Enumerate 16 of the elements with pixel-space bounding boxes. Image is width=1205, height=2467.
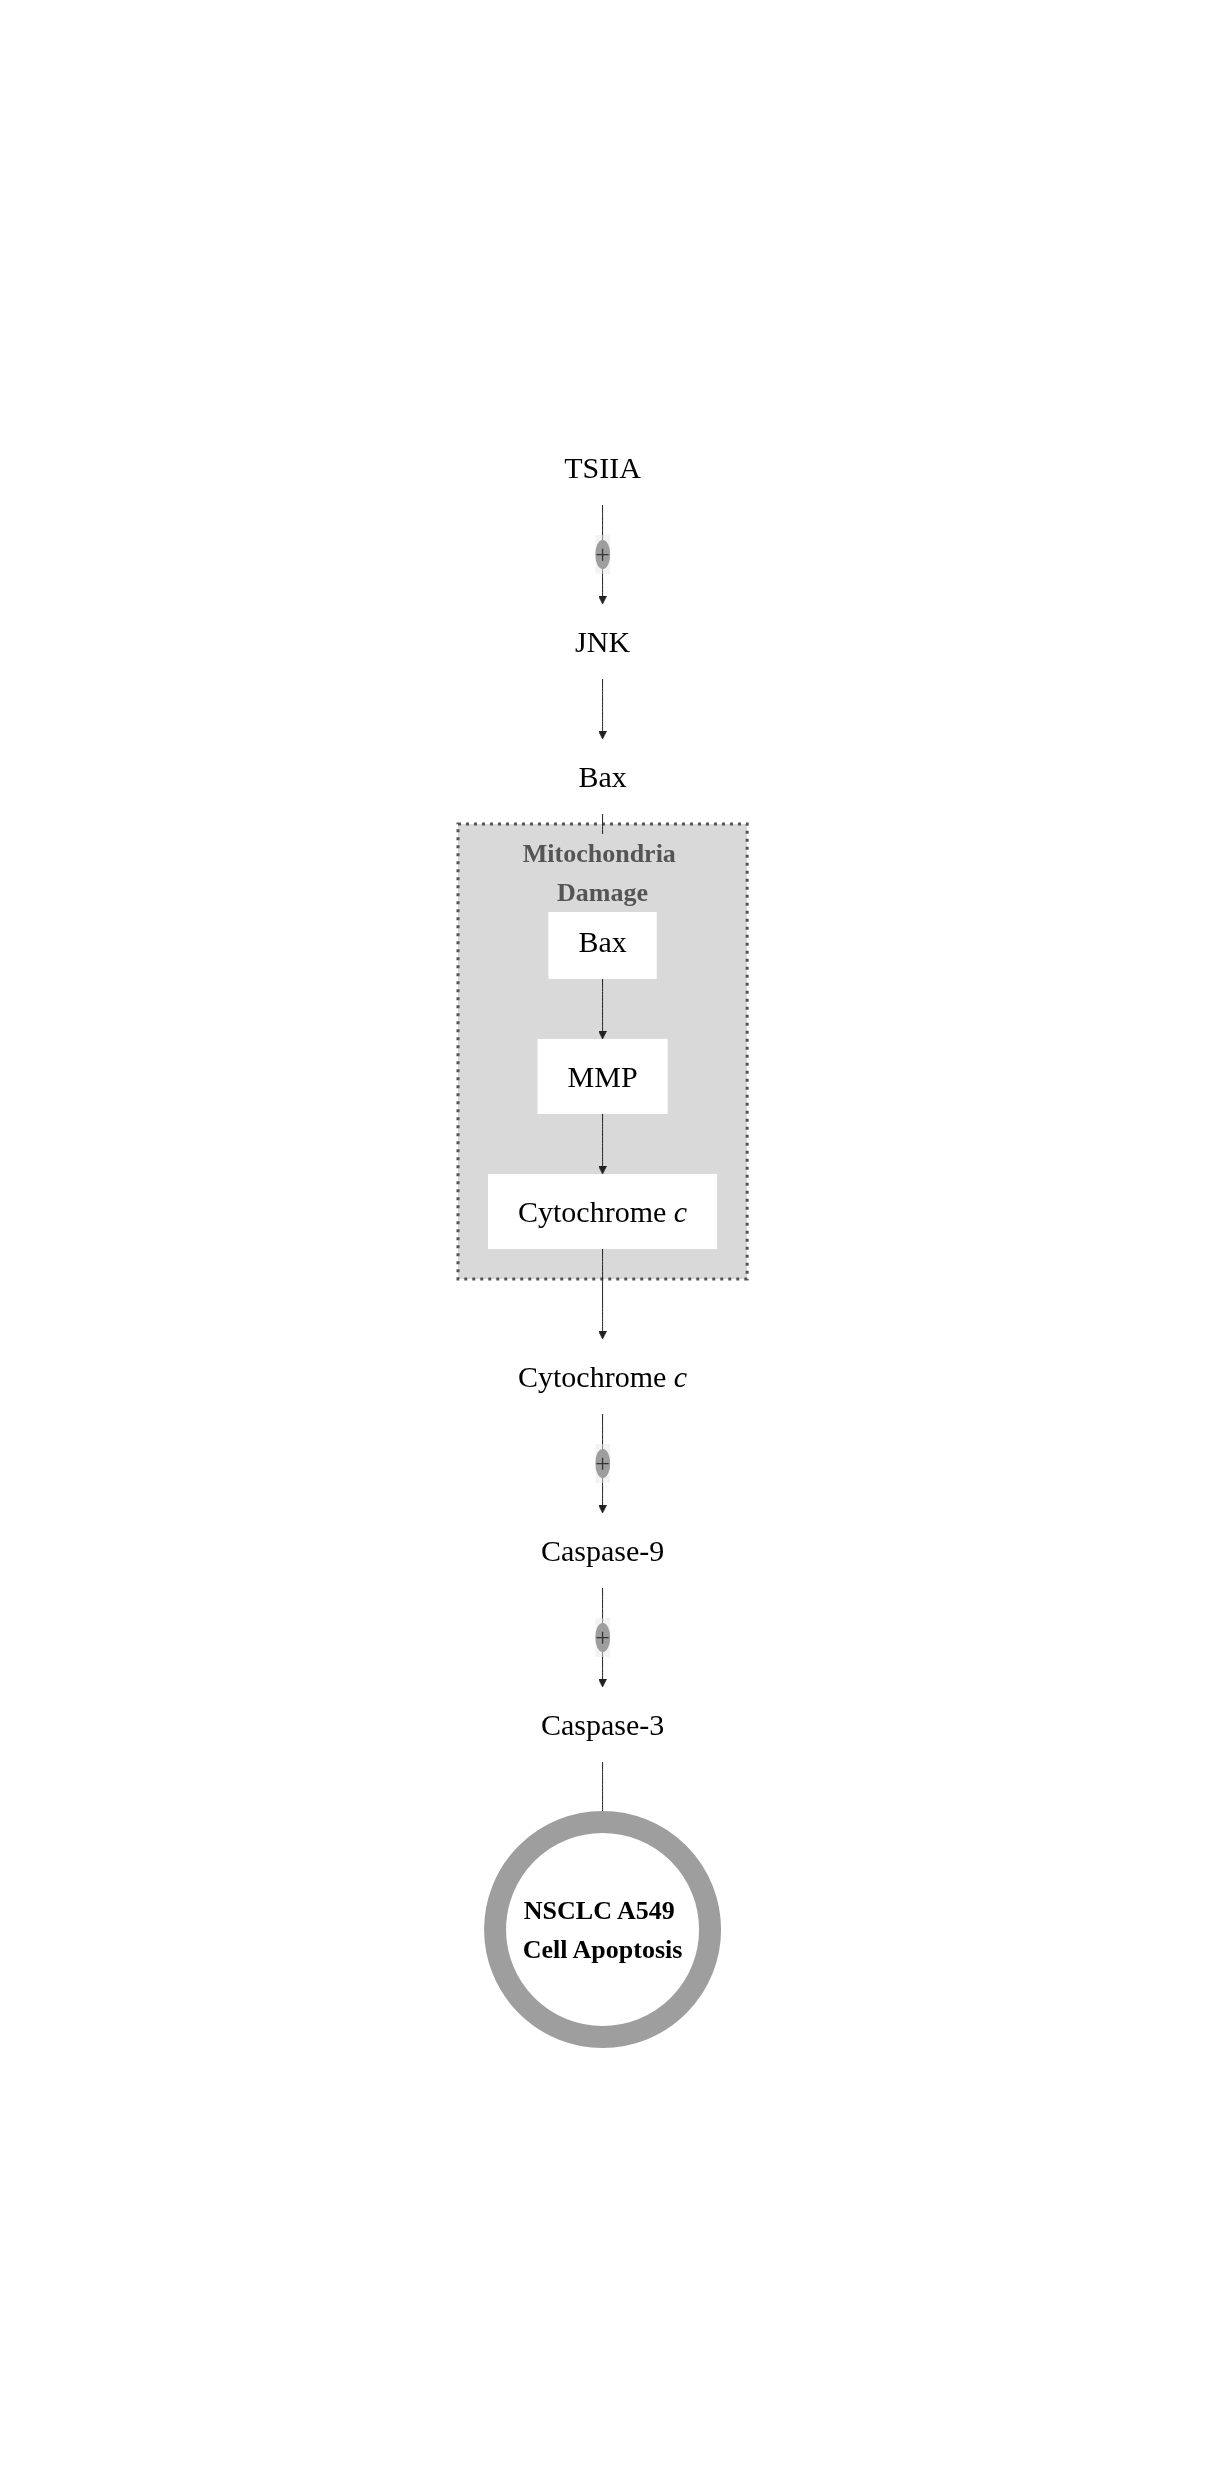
arrow [598, 678, 607, 740]
node-text: Caspase-9 [540, 1534, 665, 1567]
node-text: JNK [574, 625, 630, 658]
edge-label: + [595, 1623, 610, 1652]
arrow [598, 1113, 607, 1175]
node-text: Bax [578, 760, 627, 793]
arrow [598, 1248, 607, 1340]
edge-label: + [595, 1449, 610, 1478]
node-circle: NSCLC A549 Cell Apoptosis [484, 1811, 721, 2048]
node-text: Caspase-3 [540, 1708, 665, 1741]
edge-label: + [595, 540, 610, 569]
node-text: TSIIA [564, 451, 641, 484]
node-text: Cytochrome c [517, 1360, 688, 1393]
arrow [598, 978, 607, 1040]
node-box: MMP [537, 1039, 668, 1114]
node-box: Cytochrome c [487, 1174, 718, 1249]
